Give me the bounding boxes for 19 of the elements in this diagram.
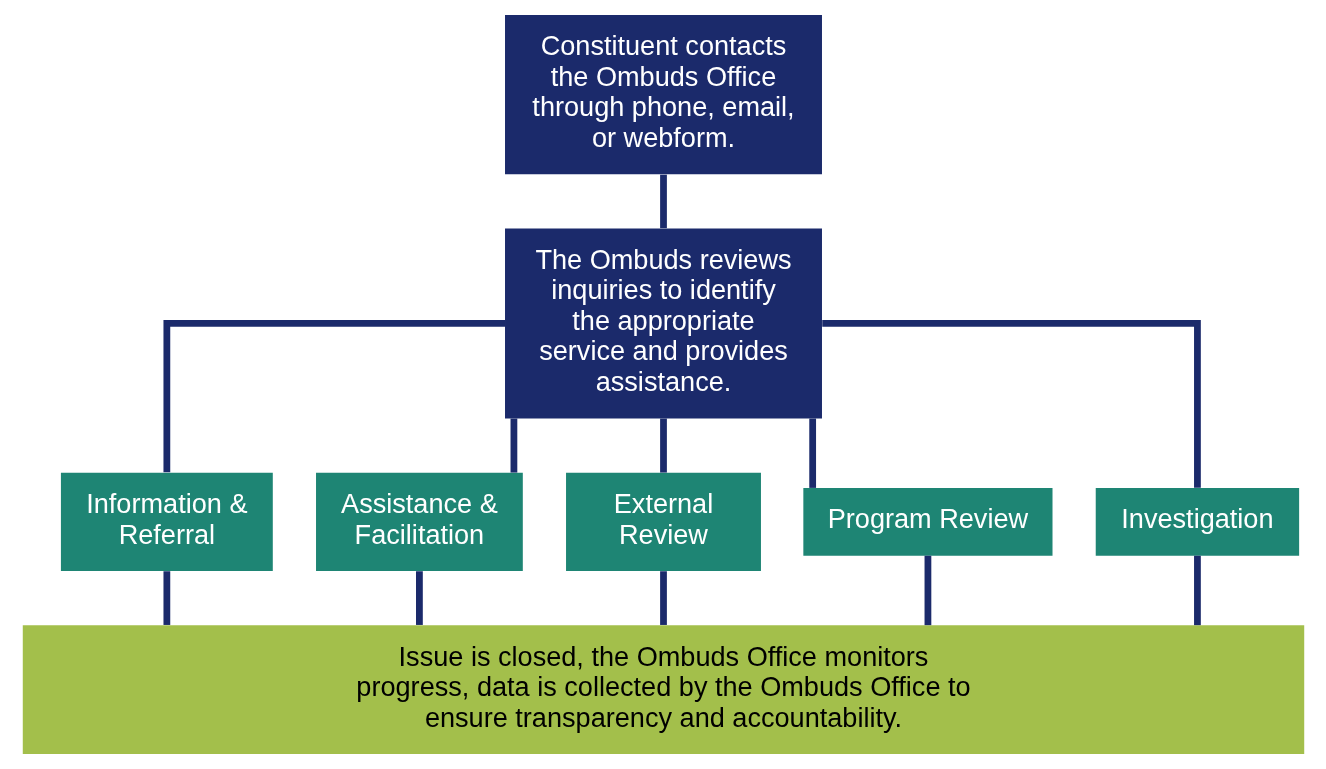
connector [510, 418, 517, 473]
connector [415, 571, 423, 625]
connector [821, 320, 1201, 488]
node-box: Issue is closed, the Ombuds Office monitors progress, data is collected by the Ombuds Office to ensure transparency and accountability. [22, 625, 1304, 754]
node-box: Investigation [1095, 487, 1299, 556]
node-box: Information & Referral [60, 472, 273, 571]
connector [659, 571, 667, 625]
node-box: Constituent contacts the Ombuds Office through phone, email, or webform. [504, 15, 822, 175]
node-box: External Review [565, 472, 761, 571]
node-box: The Ombuds reviews inquiries to identify the appropriate service and provides assistance. [504, 228, 822, 419]
node-box: Program Review [802, 487, 1052, 556]
connector [659, 418, 667, 473]
connector [924, 555, 931, 626]
connector [808, 418, 816, 488]
connector [162, 571, 170, 625]
connector [1193, 555, 1201, 626]
node-box: Assistance & Facilitation [315, 472, 523, 571]
connector [162, 320, 505, 473]
connector [659, 174, 667, 229]
